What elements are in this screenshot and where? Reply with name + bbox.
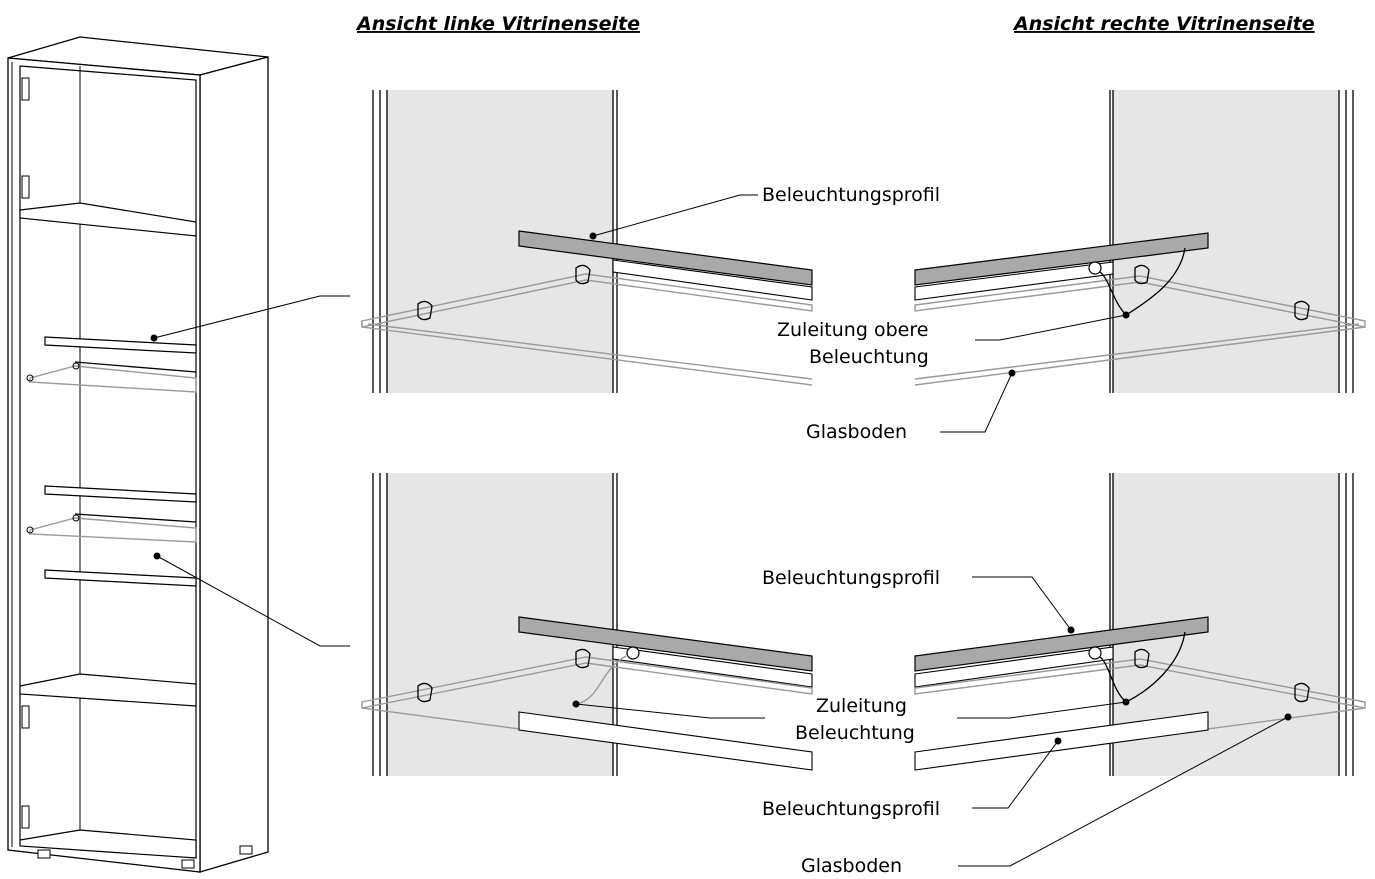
hinge-icon: [21, 77, 30, 829]
leader-line-bottom-detail: [156, 555, 350, 647]
cabinet-base: [19, 829, 197, 859]
lighting-profile: [914, 616, 1209, 672]
lighting-profile: [518, 230, 813, 286]
shelf-support-icon: [26, 374, 34, 382]
shelf-support-icon: [417, 300, 433, 321]
leader-line: [592, 194, 758, 237]
leader-line: [975, 314, 1127, 341]
heading-right-view: Ansicht rechte Vitrinenseite: [1012, 13, 1315, 35]
label-lighting-profile-bottom: Beleuchtungsprofil: [762, 798, 940, 820]
shelf-support-icon: [26, 526, 34, 534]
cabinet-glass-edge-1: [74, 361, 197, 373]
label-feed-top-line2: Beleuchtung: [809, 346, 929, 368]
cabinet-interior: [19, 65, 197, 859]
supply-cable: [575, 655, 627, 705]
profile-mounting-rail: [612, 259, 813, 301]
leader-line: [575, 703, 765, 719]
supply-cable: [1125, 631, 1186, 703]
cabinet-overview: [7, 36, 350, 873]
cabinet-glass-edge-2: [74, 513, 197, 523]
supply-cable: [1099, 656, 1127, 703]
shelf-support-icon: [417, 682, 433, 703]
cabinet-light-profile-1: [44, 336, 197, 354]
cabinet-light-profile-3: [44, 569, 197, 587]
profile-mounting-rail: [914, 261, 1114, 301]
supply-cable: [1099, 271, 1127, 316]
leader-line: [972, 740, 1059, 809]
cable-connector-icon: [626, 646, 640, 660]
detail-bottom-left: [361, 473, 813, 776]
label-lighting-profile-top: Beleuchtungsprofil: [762, 184, 940, 206]
cabinet-foot: [37, 849, 51, 859]
shelf-support-icon: [72, 514, 80, 522]
cabinet-light-profile-2: [44, 485, 197, 503]
label-feed-bottom-line1: Zuleitung: [816, 695, 907, 717]
cable-connector-icon: [1088, 646, 1102, 660]
lower-lighting-profile: [518, 711, 813, 771]
cable-connector-icon: [1088, 261, 1102, 275]
cabinet-side-panel: [199, 56, 269, 873]
cabinet-foot: [239, 845, 253, 855]
label-feed-bottom-line2: Beleuchtung: [795, 722, 915, 744]
glass-shelf-front-inner: [367, 323, 813, 380]
glass-shelf-front: [361, 321, 813, 386]
label-glass-shelf-top: Glasboden: [806, 421, 907, 443]
profile-mounting-rail: [914, 646, 1114, 688]
detail-top-left: [361, 90, 813, 393]
shelf-support-icon: [575, 648, 591, 669]
label-feed-top-line1: Zuleitung obere: [777, 319, 928, 341]
shelf-support-icon: [1294, 300, 1310, 321]
glass-shelf-front-inner: [914, 323, 1360, 380]
lighting-profile: [914, 232, 1209, 286]
cabinet-foot: [181, 859, 195, 869]
shelf-support-icon: [1134, 648, 1150, 669]
detail-top-right: [914, 90, 1366, 393]
shelf-support-icon: [1294, 682, 1310, 703]
label-lighting-profile-mid: Beleuchtungsprofil: [762, 567, 940, 589]
leader-line: [940, 372, 1013, 433]
leader-line: [958, 716, 1289, 867]
leader-line: [972, 576, 1072, 631]
heading-left-view: Ansicht linke Vitrinenseite: [355, 13, 640, 35]
leader-line: [957, 701, 1127, 719]
supply-cable: [1125, 247, 1186, 316]
label-glass-shelf-bottom: Glasboden: [801, 855, 902, 877]
leader-line-top-detail: [153, 295, 350, 339]
glass-shelf-front: [914, 326, 1366, 386]
cabinet-shelf-1: [19, 202, 197, 237]
detail-bottom-right: [914, 473, 1366, 776]
profile-mounting-rail: [612, 646, 813, 688]
shelf-support-icon: [72, 362, 80, 370]
shelf-support-icon: [1134, 264, 1150, 285]
lighting-profile: [518, 616, 813, 672]
cabinet-shelf-bottom: [19, 673, 197, 707]
shelf-support-icon: [575, 264, 591, 285]
